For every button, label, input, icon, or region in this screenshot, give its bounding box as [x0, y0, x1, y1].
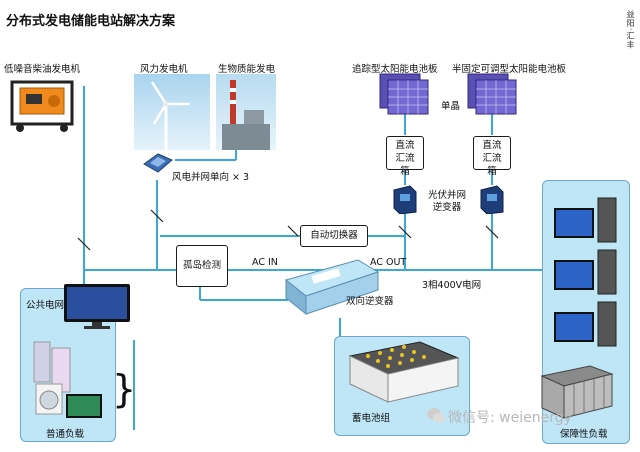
- battery-label: 蓄电池组: [352, 413, 391, 424]
- battery-bank-icon: [340, 338, 464, 408]
- island-detect: 孤岛检测: [176, 245, 228, 287]
- generator-container-icon: [540, 362, 614, 420]
- bidirectional-inverter-label: 双向逆变器: [346, 296, 394, 307]
- biomass-label: 生物质能发电: [218, 64, 276, 75]
- dc-combiner-1: 直流 汇流箱: [386, 136, 424, 177]
- biomass-plant-icon: [216, 74, 276, 150]
- pv-inverter-1-icon: [392, 184, 418, 214]
- solar-panel-2-icon: [466, 72, 518, 116]
- diesel-label: 低噪音柴油发电机: [4, 64, 81, 75]
- side-tag: 益阳·汇丰: [626, 10, 635, 50]
- server-stack-icon: [552, 188, 620, 358]
- wind-grid-meter-icon: [142, 152, 174, 174]
- wind-label: 风力发电机: [140, 64, 188, 75]
- normal-load-label: 普通负载: [46, 429, 85, 440]
- public-grid-label: 公共电网: [26, 300, 65, 311]
- monitor-icon: [62, 282, 132, 330]
- dc-combiner-2: 直流 汇流箱: [473, 136, 511, 177]
- brace-icon: }: [112, 367, 137, 411]
- ac-out-label: AC OUT: [370, 257, 407, 268]
- bidirectional-inverter-icon: [282, 258, 382, 318]
- diesel-generator-icon: [8, 74, 78, 134]
- semi-fixed-solar-label: 半固定可调型太阳能电池板: [452, 64, 567, 75]
- pv-inverter-2-icon: [479, 184, 505, 214]
- ac-in-label: AC IN: [252, 257, 278, 268]
- page-title: 分布式发电储能电站解决方案: [6, 14, 176, 29]
- pv-inverter-label: 光伏并网 逆变器: [428, 190, 467, 213]
- home-appliances-icon: [32, 340, 112, 424]
- wind-grid-label: 风电并网单向 × 3: [172, 172, 250, 183]
- auto-switch: 自动切换器: [300, 225, 368, 247]
- solar-panel-1-icon: [378, 72, 430, 116]
- watermark-text: 微信号: weienergy: [448, 410, 572, 426]
- critical-load-label: 保障性负载: [560, 429, 608, 440]
- wind-turbine-icon: [134, 74, 210, 150]
- grid-3phase-label: 3相400V电网: [422, 280, 482, 291]
- wechat-icon: [426, 406, 446, 426]
- single-crystal-label: 单晶: [441, 101, 461, 112]
- tracking-solar-label: 追踪型太阳能电池板: [352, 64, 438, 75]
